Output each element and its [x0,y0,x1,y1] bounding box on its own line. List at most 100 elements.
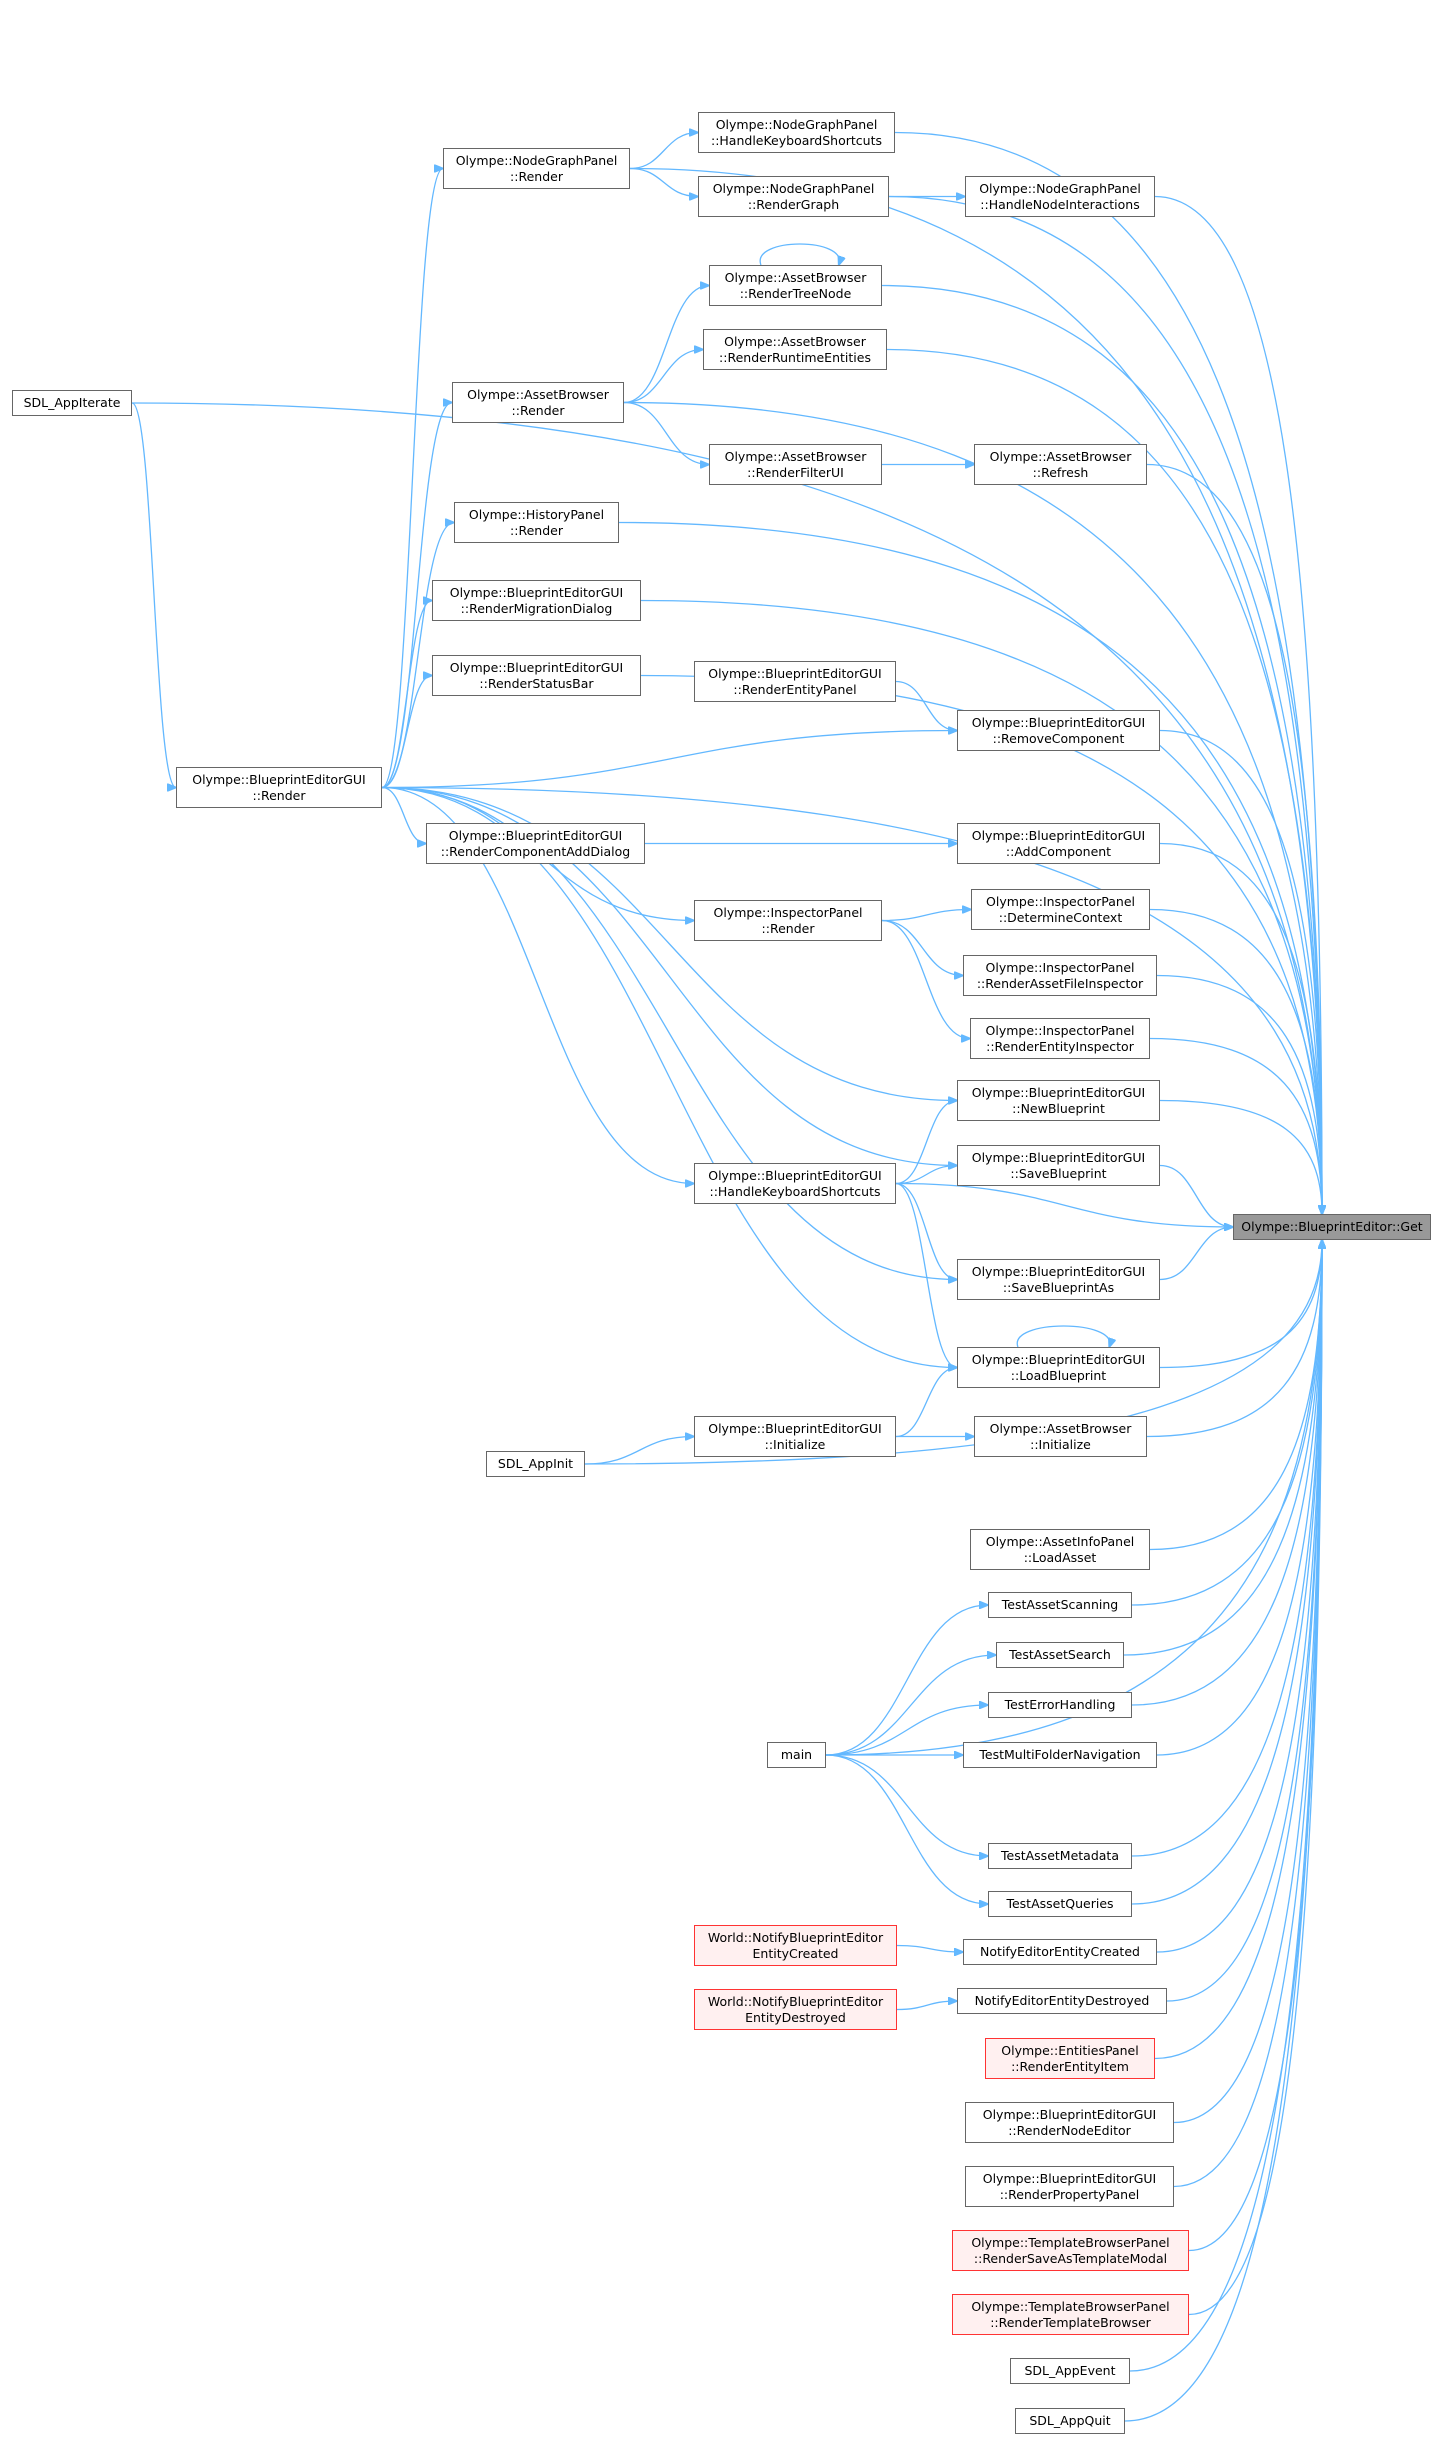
node-label-line1: Olympe::TemplateBrowserPanel [971,2298,1170,2314]
edge-gui-render-to-saveas [381,786,957,1280]
edge-main-to-tqueries [825,1754,988,1904]
node-assetfile[interactable]: Olympe::InspectorPanel::RenderAssetFileI… [963,955,1157,996]
node-ip-render[interactable]: Olympe::InspectorPanel::Render [694,900,882,941]
node-rpp[interactable]: Olympe::BlueprintEditorGUI::RenderProper… [965,2166,1174,2207]
node-label-line1: Olympe::BlueprintEditorGUI [708,1167,882,1183]
node-label-line2: ::RenderGraph [747,196,840,212]
node-label-line2: ::Render [511,402,565,418]
node-label-line1: Olympe::InspectorPanel [985,959,1135,975]
node-ab-rtn[interactable]: Olympe::AssetBrowser::RenderTreeNode [709,265,882,306]
node-n-destroyed[interactable]: NotifyEditorEntityDestroyed [957,1988,1167,2014]
node-addcomp[interactable]: Olympe::BlueprintEditorGUI::AddComponent [957,823,1160,864]
node-label-line1: TestAssetSearch [1009,1647,1111,1662]
node-ab-refresh[interactable]: Olympe::AssetBrowser::Refresh [974,444,1147,485]
edge-rpp-to-get [1173,1240,1322,2188]
node-gui-hks[interactable]: Olympe::BlueprintEditorGUI::HandleKeyboa… [694,1163,896,1204]
edge-ip-render-to-assetfile [881,919,963,976]
node-tplbrowser[interactable]: Olympe::TemplateBrowserPanel::RenderTemp… [952,2294,1189,2335]
edge-gui-render-to-ngp-render [381,169,443,789]
node-label-line1: World::NotifyBlueprintEditor [707,1929,884,1945]
node-label-line2: ::RenderEntityItem [1011,2058,1129,2074]
node-label-line1: Olympe::BlueprintEditorGUI [971,1263,1146,1279]
node-ab-rre[interactable]: Olympe::AssetBrowser::RenderRuntimeEntit… [703,329,887,370]
node-tmulti[interactable]: TestMultiFolderNavigation [963,1742,1157,1768]
node-label-line1: Olympe::BlueprintEditorGUI [449,659,624,675]
edge-migration-to-get [640,599,1322,1215]
node-get[interactable]: Olympe::BlueprintEditor::Get [1233,1214,1431,1240]
node-ab-render[interactable]: Olympe::AssetBrowser::Render [452,382,624,423]
edge-main-to-get [825,1240,1322,1756]
node-label-line1: Olympe::AssetBrowser [989,1420,1132,1436]
edge-tplbrowser-to-get [1188,1240,1322,2316]
node-ngp-rendergraph[interactable]: Olympe::NodeGraphPanel::RenderGraph [698,176,889,217]
edge-loadbp-to-loadbp [1016,1325,1110,1347]
node-terr[interactable]: TestErrorHandling [988,1692,1132,1718]
node-appquit[interactable]: SDL_AppQuit [1015,2408,1125,2434]
node-tscan[interactable]: TestAssetScanning [988,1592,1132,1618]
node-statusbar[interactable]: Olympe::BlueprintEditorGUI::RenderStatus… [432,655,641,696]
edge-gui-render-to-newbp [381,786,957,1101]
node-main[interactable]: main [767,1742,826,1768]
node-label-line2: ::HandleKeyboardShortcuts [709,1183,881,1199]
node-ngp-hni[interactable]: Olympe::NodeGraphPanel::HandleNodeIntera… [965,176,1155,217]
edge-gui-hks-to-newbp [895,1101,957,1185]
node-label-line1: TestErrorHandling [1004,1697,1116,1712]
node-label-line1: SDL_AppQuit [1029,2413,1111,2428]
edge-w-destroyed-to-n-destroyed [896,2001,957,2011]
node-appiterate[interactable]: SDL_AppIterate [12,390,132,416]
node-entitypanel[interactable]: Olympe::BlueprintEditorGUI::RenderEntity… [694,661,896,702]
node-newbp[interactable]: Olympe::BlueprintEditorGUI::NewBlueprint [957,1080,1160,1121]
node-label-line1: Olympe::BlueprintEditorGUI [448,827,623,843]
node-gui-render[interactable]: Olympe::BlueprintEditorGUI::Render [176,767,382,808]
node-appinit[interactable]: SDL_AppInit [486,1451,585,1477]
node-ngp-hks[interactable]: Olympe::NodeGraphPanel::HandleKeyboardSh… [698,112,895,153]
node-loadbp[interactable]: Olympe::BlueprintEditorGUI::LoadBlueprin… [957,1347,1160,1388]
node-ab-init[interactable]: Olympe::AssetBrowser::Initialize [974,1416,1147,1457]
node-label-line1: Olympe::NodeGraphPanel [712,180,875,196]
edge-n-destroyed-to-get [1166,1240,1322,2002]
edge-w-created-to-n-created [896,1944,963,1953]
node-savetpl[interactable]: Olympe::TemplateBrowserPanel::RenderSave… [952,2230,1189,2271]
node-ab-rfui[interactable]: Olympe::AssetBrowser::RenderFilterUI [709,444,882,485]
edge-loadasset-to-get [1149,1240,1322,1551]
node-label-line2: ::Render [510,522,563,538]
node-removecomp[interactable]: Olympe::BlueprintEditorGUI::RemoveCompon… [957,710,1160,751]
edge-gui-render-to-loadbp [381,786,957,1368]
node-gui-init[interactable]: Olympe::BlueprintEditorGUI::Initialize [694,1416,896,1457]
node-n-created[interactable]: NotifyEditorEntityCreated [963,1939,1157,1965]
edge-ab-render-to-ab-rtn [623,286,709,404]
node-saveas[interactable]: Olympe::BlueprintEditorGUI::SaveBlueprin… [957,1259,1160,1300]
node-label-line1: SDL_AppInit [497,1456,574,1471]
node-label-line2: ::Initialize [1030,1436,1091,1452]
node-label-line1: Olympe::BlueprintEditorGUI [971,1084,1146,1100]
node-compadd[interactable]: Olympe::BlueprintEditorGUI::RenderCompon… [426,823,645,864]
node-loadasset[interactable]: Olympe::AssetInfoPanel::LoadAsset [970,1529,1150,1570]
edge-gui-render-to-statusbar [381,676,432,789]
node-label-line2: ::HandleKeyboardShortcuts [710,132,882,148]
node-label-line1: Olympe::NodeGraphPanel [715,116,878,132]
node-label-line1: Olympe::BlueprintEditorGUI [192,771,366,787]
node-tqueries[interactable]: TestAssetQueries [988,1891,1132,1917]
node-label-line1: NotifyEditorEntityDestroyed [974,1993,1150,2008]
node-tmeta[interactable]: TestAssetMetadata [988,1843,1132,1869]
edge-ab-render-to-ab-rre [623,350,703,404]
edge-savebp-to-get [1159,1164,1233,1228]
node-label-line2: ::RenderSaveAsTemplateModal [973,2250,1168,2266]
node-entityinsp[interactable]: Olympe::InspectorPanel::RenderEntityInsp… [970,1018,1150,1059]
edge-gui-render-to-compadd [381,786,426,844]
node-appevent[interactable]: SDL_AppEvent [1010,2358,1130,2384]
node-ngp-render[interactable]: Olympe::NodeGraphPanel::Render [443,148,630,189]
node-migration[interactable]: Olympe::BlueprintEditorGUI::RenderMigrat… [432,580,641,621]
node-entitem[interactable]: Olympe::EntitiesPanel::RenderEntityItem [985,2038,1155,2079]
node-rne[interactable]: Olympe::BlueprintEditorGUI::RenderNodeEd… [965,2102,1174,2143]
node-savebp[interactable]: Olympe::BlueprintEditorGUI::SaveBlueprin… [957,1145,1160,1186]
node-determine[interactable]: Olympe::InspectorPanel::DetermineContext [971,889,1150,930]
edge-ngp-rendergraph-to-get [888,195,1322,1215]
node-label-line2: ::DetermineContext [998,909,1123,925]
node-tsearch[interactable]: TestAssetSearch [996,1642,1124,1668]
node-label-line1: NotifyEditorEntityCreated [980,1944,1140,1959]
node-hp-render[interactable]: Olympe::HistoryPanel::Render [454,502,619,543]
